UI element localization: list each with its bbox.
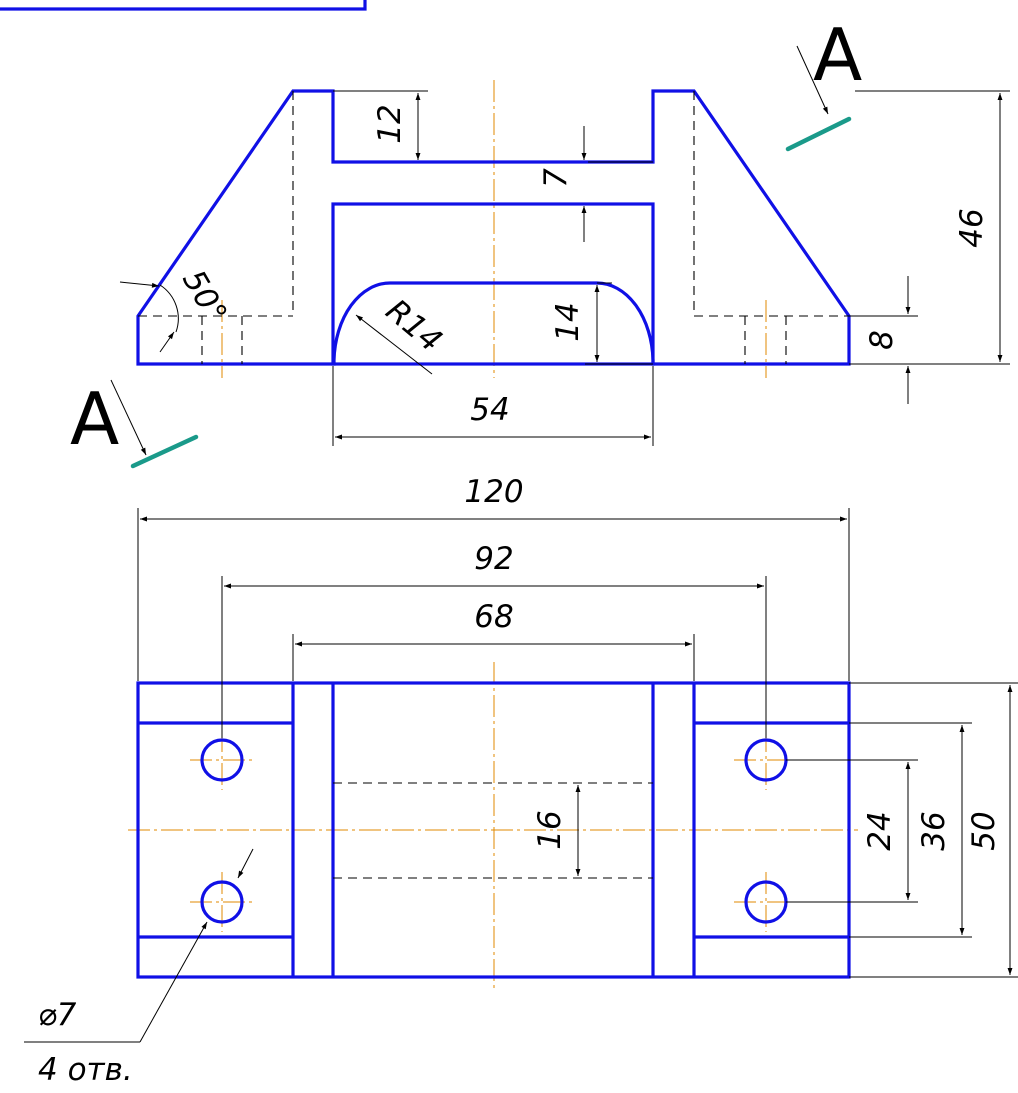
top-hidden-lines: [333, 782, 653, 879]
dim-24: 24: [862, 811, 898, 850]
front-view: 12 7 46 8 50° R14 14 54: [119, 80, 1010, 446]
hole-leader-upper: [237, 848, 254, 879]
mounting-hole-top-left: [200, 738, 244, 782]
dim-14: 14: [550, 302, 586, 341]
section-arrow-top: [796, 45, 829, 115]
dim-54: 54: [470, 392, 509, 428]
top-outline: [136, 681, 851, 979]
top-inner-lines: [138, 683, 849, 977]
angle-leader-top: [119, 281, 160, 288]
dim-46: 46: [954, 208, 990, 247]
dim-92: 92: [474, 541, 513, 577]
dim-68: 68: [474, 599, 513, 635]
section-marker-bottom: A: [70, 377, 199, 469]
dim-angle: 50°: [175, 264, 234, 330]
radius-leader: [355, 314, 433, 375]
angle-arc: [159, 284, 179, 333]
title-block-frame: [0, 0, 367, 11]
cutting-plane-top: [785, 116, 852, 152]
dim-36: 36: [916, 811, 952, 850]
angle-leader-bottom: [159, 331, 175, 353]
hole-leader-lower: [139, 921, 208, 1043]
section-marker-top: A: [785, 13, 862, 152]
section-label-top: A: [813, 13, 862, 97]
section-arrow-bottom: [110, 379, 147, 456]
front-hidden-lines-right: [693, 91, 849, 364]
dim-120: 120: [464, 474, 523, 510]
dim-12: 12: [372, 104, 408, 143]
hole-diameter-note: ⌀7: [38, 997, 77, 1033]
dim-50: 50: [966, 811, 1002, 850]
dim-8: 8: [864, 330, 900, 350]
front-inner-slot: [331, 202, 655, 366]
dim-16: 16: [532, 810, 568, 849]
section-label-bottom: A: [70, 377, 119, 461]
dim-radius: R14: [379, 293, 449, 360]
hole-count-note: 4 отв.: [38, 1052, 133, 1088]
cutting-plane-bottom: [130, 434, 199, 469]
front-hidden-lines-left: [138, 91, 294, 364]
top-view: 120 92 68 16 24 36 50 ⌀7 4 отв.: [24, 474, 1018, 1088]
front-outline: [136, 89, 851, 366]
mounting-hole-bottom-left: [200, 880, 244, 924]
dim-7: 7: [538, 168, 574, 188]
